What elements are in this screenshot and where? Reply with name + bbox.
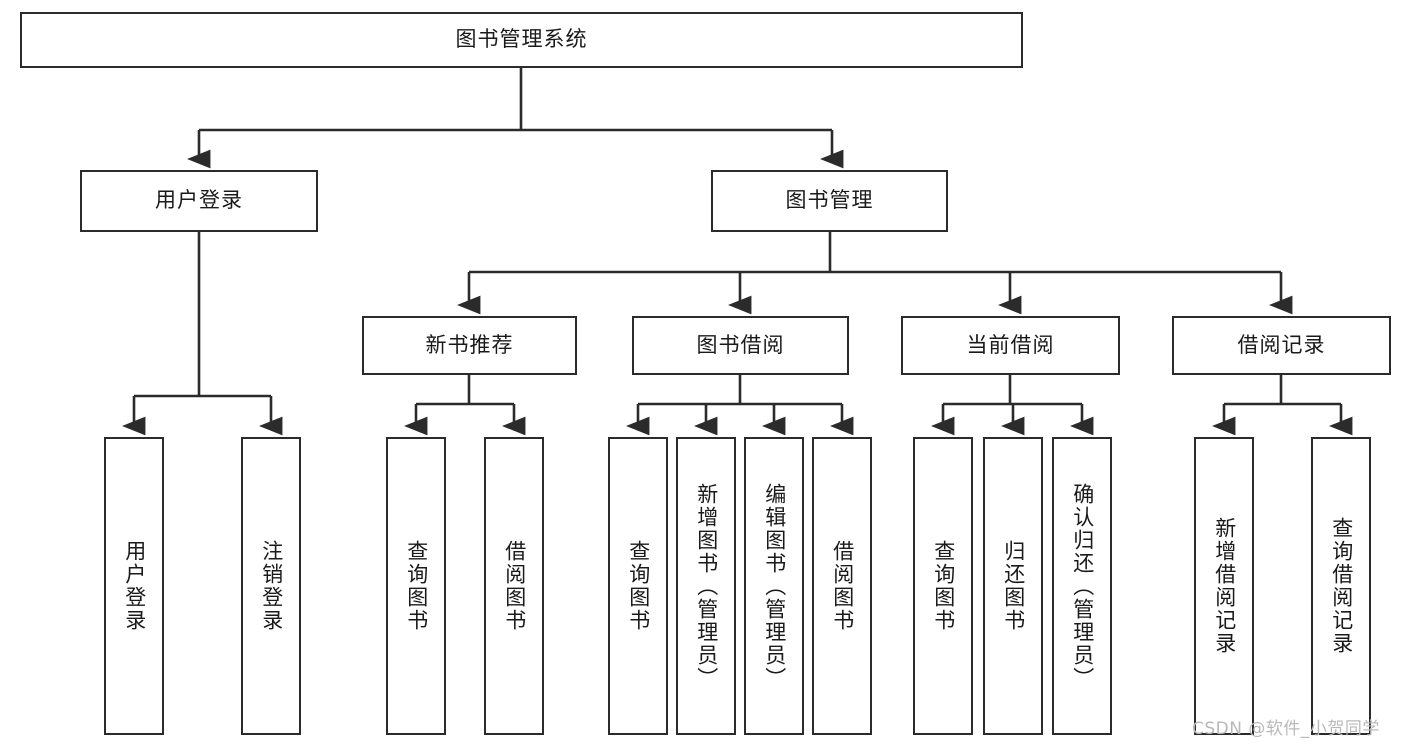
node-label: 新增图书（管理员） (694, 482, 719, 690)
node-label: 注销登录 (259, 540, 284, 632)
node-leaf-add-record[interactable]: 新增借阅记录 (1194, 437, 1254, 735)
node-label: 新书推荐 (425, 332, 514, 357)
node-leaf-query-book-1[interactable]: 查询图书 (386, 437, 446, 735)
node-book-manage[interactable]: 图书管理 (711, 170, 948, 232)
node-borrow-record[interactable]: 借阅记录 (1172, 316, 1391, 375)
node-current-borrow[interactable]: 当前借阅 (901, 316, 1120, 375)
node-label: 查询借阅记录 (1329, 517, 1354, 655)
node-label: 借阅图书 (830, 540, 855, 632)
node-label: 图书管理系统 (455, 27, 588, 52)
node-label: 确认归还（管理员） (1070, 482, 1095, 690)
node-label: 编辑图书（管理员） (762, 482, 787, 690)
node-label: 图书管理 (785, 188, 874, 213)
node-label: 用户登录 (122, 540, 147, 632)
node-root[interactable]: 图书管理系统 (20, 12, 1023, 68)
node-label: 图书借阅 (696, 332, 785, 357)
node-label: 用户登录 (155, 188, 243, 213)
csdn-watermark: CSDN @软件_小贺同学 (1192, 719, 1380, 739)
node-label: 查询图书 (626, 540, 651, 632)
node-leaf-confirm-return[interactable]: 确认归还（管理员） (1052, 437, 1112, 735)
node-leaf-logout-login[interactable]: 注销登录 (241, 437, 301, 735)
node-label: 借阅记录 (1237, 332, 1326, 357)
node-leaf-return-book[interactable]: 归还图书 (983, 437, 1043, 735)
node-leaf-user-login[interactable]: 用户登录 (104, 437, 164, 735)
node-label: 查询图书 (404, 540, 429, 632)
node-label: 新增借阅记录 (1212, 517, 1237, 655)
node-leaf-query-book-3[interactable]: 查询图书 (913, 437, 973, 735)
node-book-borrow[interactable]: 图书借阅 (632, 316, 849, 375)
node-label: 借阅图书 (502, 540, 527, 632)
node-label: 当前借阅 (966, 332, 1055, 357)
node-leaf-query-book-2[interactable]: 查询图书 (608, 437, 668, 735)
node-leaf-borrow-book-1[interactable]: 借阅图书 (484, 437, 544, 735)
node-leaf-query-record[interactable]: 查询借阅记录 (1311, 437, 1371, 735)
node-leaf-borrow-book-2[interactable]: 借阅图书 (812, 437, 872, 735)
node-user-login[interactable]: 用户登录 (80, 170, 318, 232)
node-label: 归还图书 (1001, 540, 1026, 632)
node-leaf-add-book[interactable]: 新增图书（管理员） (676, 437, 736, 735)
node-label: 查询图书 (931, 540, 956, 632)
node-leaf-edit-book[interactable]: 编辑图书（管理员） (744, 437, 804, 735)
node-new-book-recommend[interactable]: 新书推荐 (362, 316, 577, 375)
